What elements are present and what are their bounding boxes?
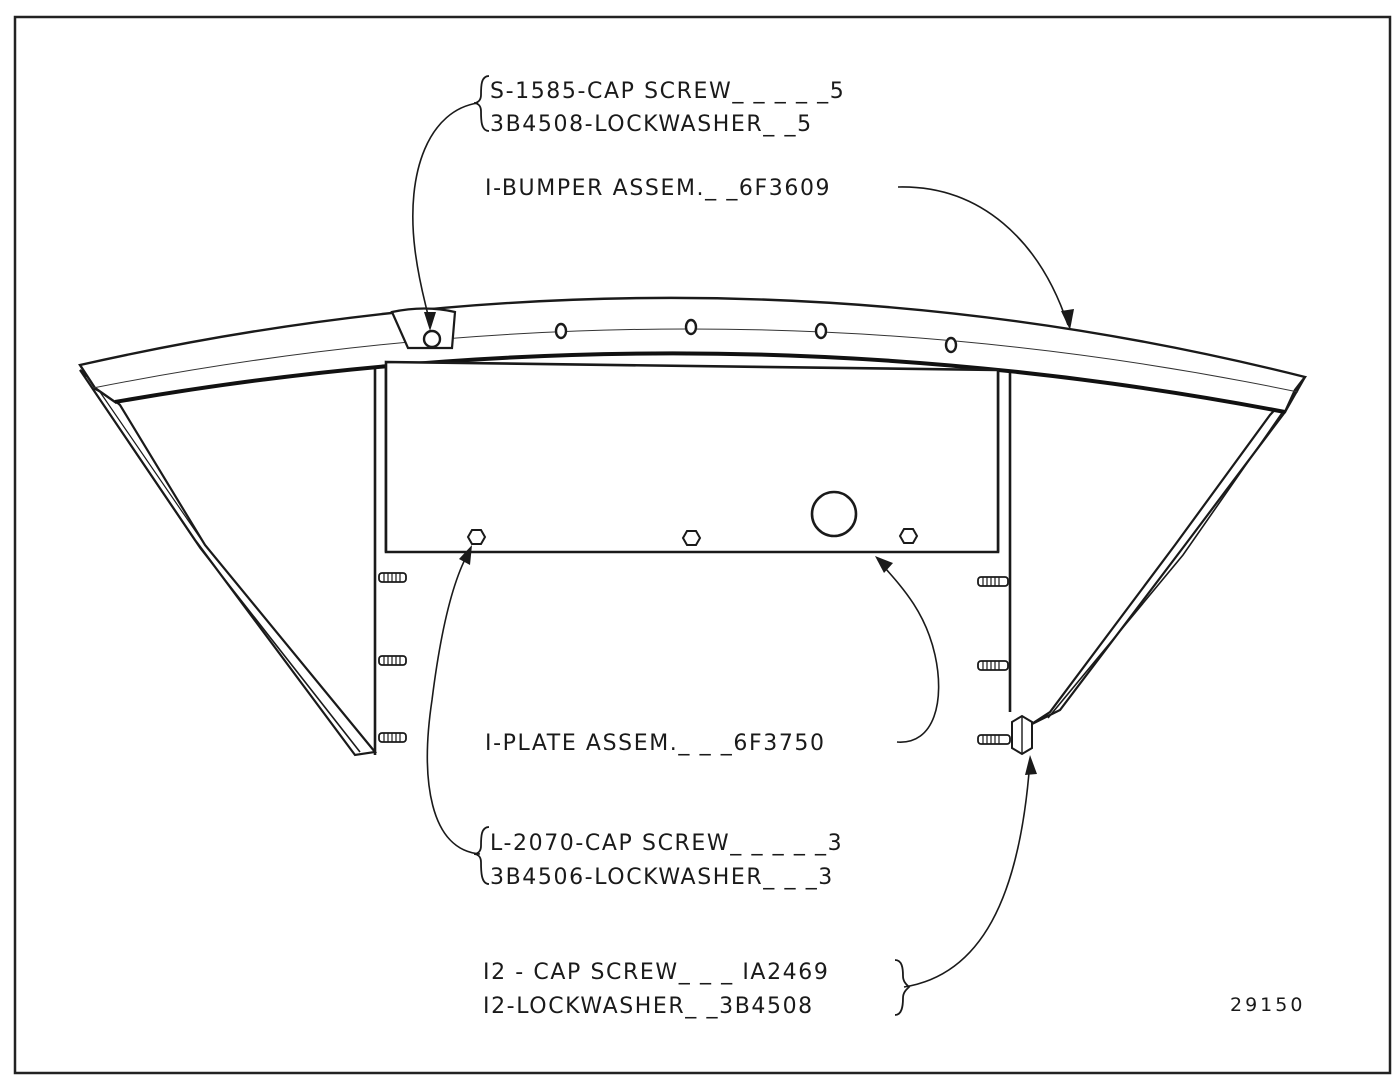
plate-assembly [384, 360, 1000, 554]
leader-bumper [897, 186, 1069, 326]
leader-plate-screws [426, 549, 481, 855]
plate-screw-label: L-2070-CAP SCREW_ _ _ _ _3 [490, 831, 843, 856]
plate-bolts [466, 528, 919, 546]
plate-hole [810, 490, 858, 538]
bumper-bracket [390, 307, 457, 350]
left-side-plate [373, 360, 388, 755]
leader-plate [877, 559, 940, 743]
label-braces [473, 75, 911, 1016]
plate-label: I-PLATE ASSEM._ _ _6F3750 [485, 731, 826, 756]
side-screw-label: I2 - CAP SCREW_ _ _ IA2469 [483, 960, 829, 985]
leader-lines [412, 102, 1069, 988]
plate-lockwasher-label: 3B4506-LOCKWASHER_ _ _3 [490, 865, 834, 890]
right-wing [1029, 376, 1306, 726]
bumper-bolts [554, 318, 958, 354]
bumper-bar [78, 296, 1308, 414]
figure-frame [13, 15, 1392, 1075]
arrowheads [424, 309, 1074, 775]
right-side-screws [977, 576, 1033, 756]
left-wing [79, 369, 378, 757]
left-side-screws [378, 572, 407, 743]
side-lockwasher-label: I2-LOCKWASHER_ _3B4508 [483, 994, 814, 1019]
figure-number: 29150 [1230, 994, 1305, 1016]
leader-side-screws [903, 759, 1031, 988]
upper-screw-label: S-1585-CAP SCREW_ _ _ _ _5 [490, 79, 845, 104]
bumper-label: I-BUMPER ASSEM._ _6F3609 [485, 176, 831, 201]
upper-lockwasher-label: 3B4508-LOCKWASHER_ _5 [490, 112, 813, 137]
leader-upper-screws [412, 102, 479, 327]
